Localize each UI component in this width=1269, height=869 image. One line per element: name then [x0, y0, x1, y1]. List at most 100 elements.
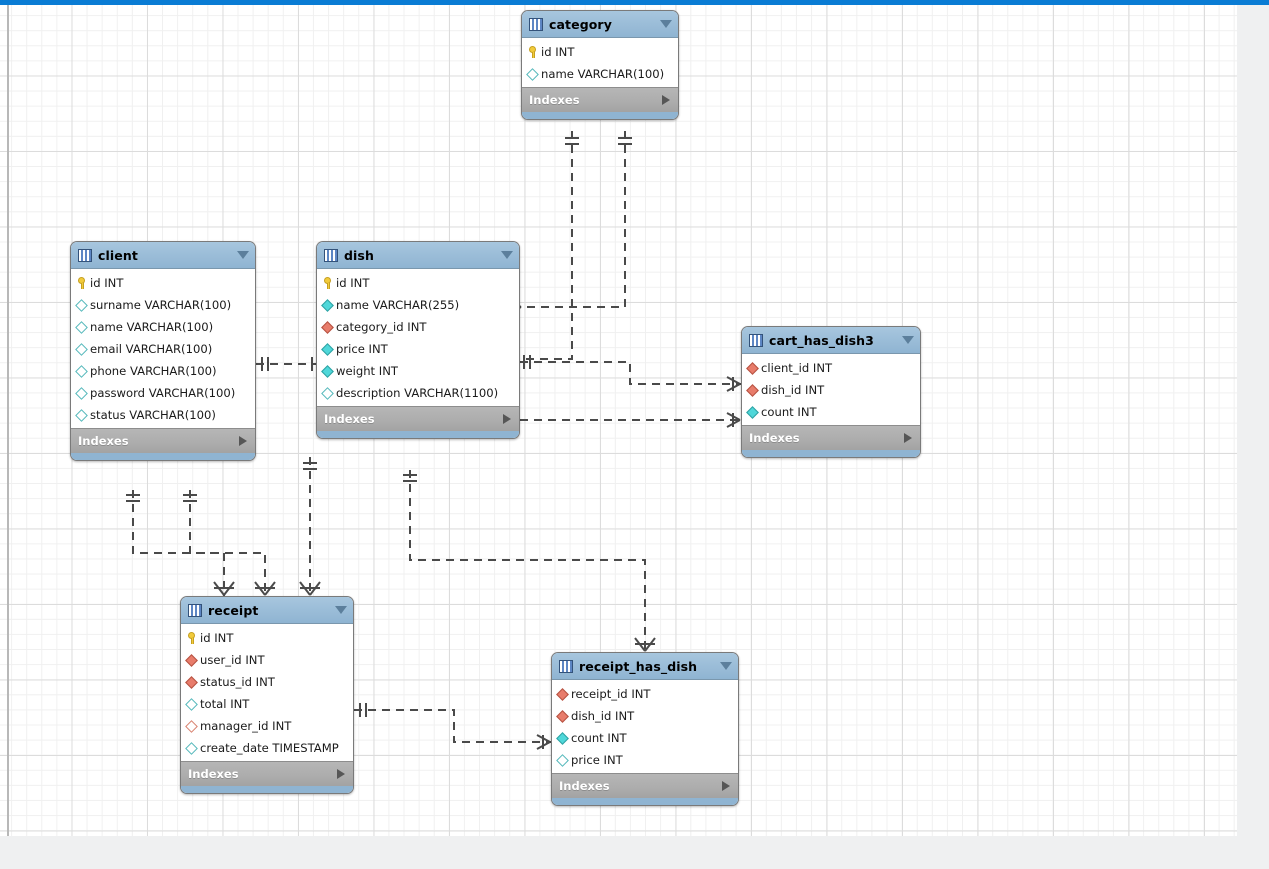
column-row[interactable]: count INT	[742, 401, 920, 423]
red-diamond-filled-icon	[556, 687, 569, 701]
teal-diamond-open-icon	[75, 298, 88, 312]
teal-diamond-open-icon	[185, 741, 198, 755]
red-diamond-filled-icon	[556, 709, 569, 723]
column-row[interactable]: category_id INT	[317, 316, 519, 338]
column-row[interactable]: user_id INT	[181, 649, 353, 671]
teal-diamond-open-icon	[75, 364, 88, 378]
teal-diamond-filled-icon	[321, 342, 334, 356]
table-header-cart_has_dish3[interactable]: cart_has_dish3	[742, 327, 920, 354]
key-icon	[77, 277, 87, 289]
column-row[interactable]: id INT	[181, 627, 353, 649]
column-row[interactable]: name VARCHAR(100)	[522, 63, 678, 85]
table-cart_has_dish3[interactable]: cart_has_dish3 client_id INT dish_id INT co…	[741, 326, 921, 458]
table-header-receipt[interactable]: receipt	[181, 597, 353, 624]
table-header-client[interactable]: client	[71, 242, 255, 269]
indexes-section-receipt[interactable]: Indexes	[181, 761, 353, 786]
column-label: category_id INT	[336, 320, 427, 334]
card-many-receipt-c	[299, 581, 321, 596]
card-one-client-bottom-b	[183, 494, 197, 502]
column-row[interactable]: price INT	[317, 338, 519, 360]
column-label: manager_id INT	[200, 719, 292, 733]
column-row[interactable]: password VARCHAR(100)	[71, 382, 255, 404]
column-row[interactable]: create_date TIMESTAMP	[181, 737, 353, 759]
card-one-client-right	[261, 357, 269, 371]
rel-category-dish-line	[520, 131, 573, 360]
column-row[interactable]: dish_id INT	[742, 379, 920, 401]
indexes-section-client[interactable]: Indexes	[71, 428, 255, 453]
card-many-receipt-b	[254, 581, 276, 596]
column-label: user_id INT	[200, 653, 265, 667]
column-row[interactable]: weight INT	[317, 360, 519, 382]
column-row[interactable]: dish_id INT	[552, 705, 738, 727]
indexes-section-receipt_has_dish[interactable]: Indexes	[552, 773, 738, 798]
table-header-receipt_has_dish[interactable]: receipt_has_dish	[552, 653, 738, 680]
card-one-category-b	[618, 137, 632, 145]
table-receipt[interactable]: receipt id INT user_id INT status_id INT tot…	[180, 596, 354, 794]
column-row[interactable]: price INT	[552, 749, 738, 771]
column-label: client_id INT	[761, 361, 833, 375]
teal-diamond-open-icon	[75, 386, 88, 400]
caret-down-icon[interactable]	[501, 251, 513, 259]
red-diamond-filled-icon	[746, 361, 759, 375]
column-row[interactable]: status_id INT	[181, 671, 353, 693]
column-label: dish_id INT	[761, 383, 825, 397]
table-name-label: receipt	[208, 602, 259, 618]
column-row[interactable]: client_id INT	[742, 357, 920, 379]
column-row[interactable]: phone VARCHAR(100)	[71, 360, 255, 382]
red-diamond-filled-icon	[185, 653, 198, 667]
column-row[interactable]: manager_id INT	[181, 715, 353, 737]
column-row[interactable]: description VARCHAR(1100)	[317, 382, 519, 404]
caret-down-icon[interactable]	[237, 251, 249, 259]
indexes-label: Indexes	[324, 412, 375, 426]
caret-down-icon[interactable]	[660, 20, 672, 28]
column-label: status VARCHAR(100)	[90, 408, 216, 422]
indexes-section-dish[interactable]: Indexes	[317, 406, 519, 431]
table-bottom-strip	[71, 453, 255, 460]
indexes-section-cart_has_dish3[interactable]: Indexes	[742, 425, 920, 450]
caret-right-icon[interactable]	[662, 95, 670, 105]
column-row[interactable]: id INT	[71, 272, 255, 294]
caret-right-icon[interactable]	[503, 414, 511, 424]
table-bottom-strip	[552, 798, 738, 805]
caret-right-icon[interactable]	[722, 781, 730, 791]
table-header-category[interactable]: category	[522, 11, 678, 38]
teal-diamond-filled-icon	[321, 364, 334, 378]
column-row[interactable]: surname VARCHAR(100)	[71, 294, 255, 316]
caret-down-icon[interactable]	[902, 336, 914, 344]
column-row[interactable]: status VARCHAR(100)	[71, 404, 255, 426]
indexes-section-category[interactable]: Indexes	[522, 87, 678, 112]
column-label: total INT	[200, 697, 250, 711]
caret-right-icon[interactable]	[239, 436, 247, 446]
column-label: count INT	[761, 405, 817, 419]
teal-diamond-filled-icon	[746, 405, 759, 419]
column-row[interactable]: name VARCHAR(255)	[317, 294, 519, 316]
column-row[interactable]: id INT	[317, 272, 519, 294]
teal-diamond-filled-icon	[321, 298, 334, 312]
caret-right-icon[interactable]	[904, 433, 912, 443]
teal-diamond-open-icon	[321, 386, 334, 400]
table-bottom-strip	[742, 450, 920, 457]
table-name-label: cart_has_dish3	[769, 332, 874, 348]
table-bottom-strip	[522, 112, 678, 119]
column-label: count INT	[571, 731, 627, 745]
column-row[interactable]: total INT	[181, 693, 353, 715]
caret-right-icon[interactable]	[337, 769, 345, 779]
table-header-dish[interactable]: dish	[317, 242, 519, 269]
column-row[interactable]: id INT	[522, 41, 678, 63]
column-label: password VARCHAR(100)	[90, 386, 236, 400]
column-row[interactable]: email VARCHAR(100)	[71, 338, 255, 360]
key-icon	[528, 46, 538, 58]
caret-down-icon[interactable]	[720, 662, 732, 670]
column-row[interactable]: count INT	[552, 727, 738, 749]
caret-down-icon[interactable]	[335, 606, 347, 614]
column-list: id INT user_id INT status_id INT total INT m…	[181, 624, 353, 761]
column-row[interactable]: name VARCHAR(100)	[71, 316, 255, 338]
table-name-label: dish	[344, 247, 374, 263]
column-row[interactable]: receipt_id INT	[552, 683, 738, 705]
